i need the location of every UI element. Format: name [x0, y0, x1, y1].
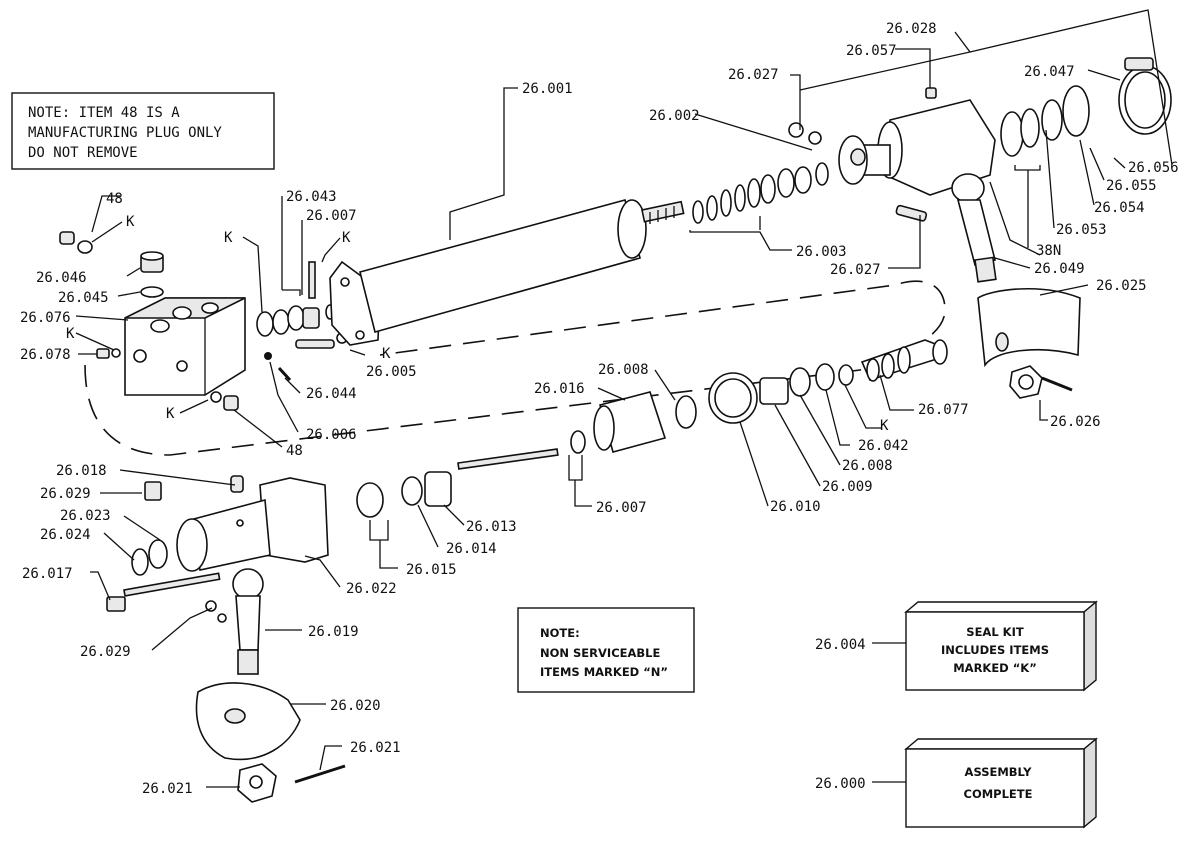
- callout-k-block: K: [66, 326, 75, 342]
- cylinder-26-001: [329, 199, 685, 346]
- callout-26-042: 26.042: [858, 438, 909, 454]
- callout-26-007-lower: 26.007: [596, 500, 647, 516]
- callout-26-017: 26.017: [22, 566, 73, 582]
- callout-26-007-upper: 26.007: [306, 208, 357, 224]
- non-serviceable-line-2: NON SERVICEABLE: [540, 646, 660, 660]
- callout-26-000: 26.000: [815, 776, 866, 792]
- callout-k-rod: K: [382, 346, 391, 362]
- callout-26-021-right: 26.021: [350, 740, 401, 756]
- plug-48: [59, 231, 93, 254]
- non-serviceable-line-1: NOTE:: [540, 626, 580, 640]
- bolt-26-017: [106, 572, 221, 612]
- arm-26-020: [195, 682, 346, 803]
- callout-k-seal-upper: K: [342, 230, 351, 246]
- plug-note-line-2: MANUFACTURING PLUG ONLY: [28, 125, 222, 141]
- callout-26-022: 26.022: [346, 581, 397, 597]
- ball-stud-26-049: [951, 173, 997, 283]
- callout-k-piston: K: [880, 418, 889, 434]
- callout-26-077: 26.077: [918, 402, 969, 418]
- callout-26-010: 26.010: [770, 499, 821, 515]
- assembly-line-2: COMPLETE: [964, 787, 1033, 801]
- seal-kit-line-1: SEAL KIT: [966, 625, 1024, 639]
- callout-26-044: 26.044: [306, 386, 357, 402]
- callout-26-014: 26.014: [446, 541, 497, 557]
- callout-26-026: 26.026: [1050, 414, 1101, 430]
- callout-26-057: 26.057: [846, 43, 897, 59]
- plug-26-046: [140, 251, 164, 298]
- housing-26-028: [788, 87, 996, 222]
- callout-26-008-upper: 26.008: [598, 362, 649, 378]
- non-serviceable-line-3: ITEMS MARKED “N”: [540, 665, 668, 679]
- plug-note-line-1: NOTE: ITEM 48 IS A: [28, 105, 180, 121]
- callout-26-003: 26.003: [796, 244, 847, 260]
- callout-26-005: 26.005: [366, 364, 417, 380]
- assembly-line-1: ASSEMBLY: [965, 765, 1033, 779]
- callout-26-046: 26.046: [36, 270, 87, 286]
- callout-k-plug: K: [126, 214, 135, 230]
- seal-kit-box: SEAL KIT INCLUDES ITEMS MARKED “K”: [872, 600, 1098, 692]
- callout-26-015: 26.015: [406, 562, 457, 578]
- callout-38n: 38N: [1036, 243, 1061, 259]
- callout-26-013: 26.013: [466, 519, 517, 535]
- leader-lines: [75, 9, 1173, 788]
- callout-48-upper: 48: [106, 191, 123, 207]
- callout-26-006: 26.006: [306, 427, 357, 443]
- callout-26-016: 26.016: [534, 381, 585, 397]
- small-fitting-26-078: [96, 348, 121, 359]
- callout-26-008-lower: 26.008: [842, 458, 893, 474]
- callout-26-049: 26.049: [1034, 261, 1085, 277]
- callout-26-029-lower: 26.029: [80, 644, 131, 660]
- nut-26-026: [1009, 365, 1073, 399]
- plug-note-box: NOTE: ITEM 48 IS A MANUFACTURING PLUG ON…: [11, 92, 275, 170]
- callout-26-020: 26.020: [330, 698, 381, 714]
- body-26-022: [131, 475, 329, 576]
- callout-26-027-upper: 26.027: [728, 67, 779, 83]
- callout-26-055: 26.055: [1106, 178, 1157, 194]
- non-serviceable-note-box: NOTE: NON SERVICEABLE ITEMS MARKED “N”: [517, 607, 695, 693]
- assembly-complete-box: ASSEMBLY COMPLETE: [872, 737, 1098, 829]
- callout-48-lower: 48: [286, 443, 303, 459]
- callout-26-024: 26.024: [40, 527, 91, 543]
- callout-26-025: 26.025: [1096, 278, 1147, 294]
- callout-26-028: 26.028: [886, 21, 937, 37]
- callout-26-029-upper: 26.029: [40, 486, 91, 502]
- flange-small-parts: [256, 261, 348, 382]
- callout-26-023: 26.023: [60, 508, 111, 524]
- callout-26-045: 26.045: [58, 290, 109, 306]
- clamp-26-047: [1000, 57, 1172, 157]
- plug-note-line-3: DO NOT REMOVE: [28, 145, 138, 161]
- callout-labels: 26.001 26.002 26.003 26.004 26.000 26.00…: [20, 21, 1179, 797]
- plug-48-lower: [210, 391, 239, 411]
- callout-26-021-left: 26.021: [142, 781, 193, 797]
- callout-26-004: 26.004: [815, 637, 866, 653]
- callout-26-076: 26.076: [20, 310, 71, 326]
- callout-26-009: 26.009: [822, 479, 873, 495]
- callout-k-lower-plug: K: [166, 406, 175, 422]
- callout-26-054: 26.054: [1094, 200, 1145, 216]
- seal-kit-line-3: MARKED “K”: [953, 661, 1037, 675]
- callout-26-047: 26.047: [1024, 64, 1075, 80]
- callout-26-027-lower: 26.027: [830, 262, 881, 278]
- spring-26-003: [692, 162, 829, 224]
- ball-stud-26-019: [205, 568, 264, 675]
- valve-block: [124, 297, 246, 396]
- callout-26-018: 26.018: [56, 463, 107, 479]
- callout-26-078: 26.078: [20, 347, 71, 363]
- callout-26-053: 26.053: [1056, 222, 1107, 238]
- callout-26-019: 26.019: [308, 624, 359, 640]
- callout-26-001: 26.001: [522, 81, 573, 97]
- callout-26-002: 26.002: [649, 108, 700, 124]
- callout-26-056: 26.056: [1128, 160, 1179, 176]
- callout-k-seal-left: K: [224, 230, 233, 246]
- sleeve-26-025: [977, 288, 1081, 368]
- callout-26-043: 26.043: [286, 189, 337, 205]
- seal-kit-line-2: INCLUDES ITEMS: [941, 643, 1049, 657]
